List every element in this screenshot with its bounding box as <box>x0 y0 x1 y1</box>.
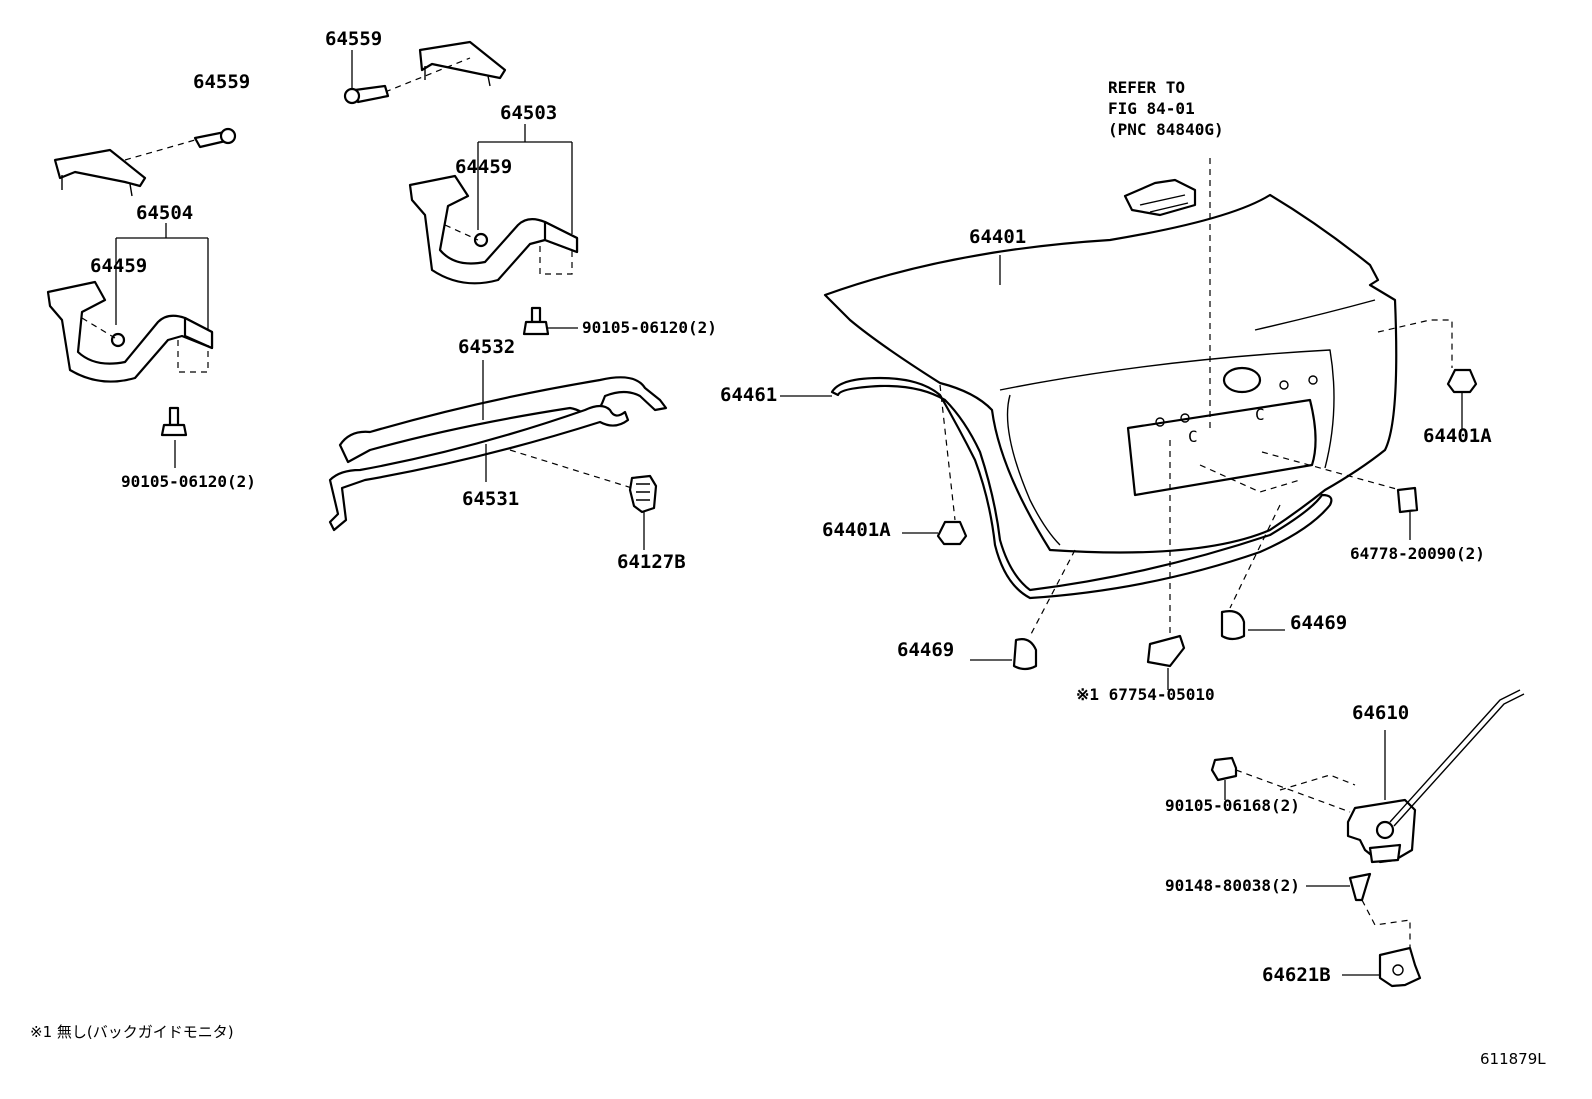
label-64461: 64461 <box>720 384 778 406</box>
trunk-lid: C C <box>823 193 1398 554</box>
label-64459-upper: 64459 <box>455 156 513 178</box>
weatherstrip <box>780 376 1333 600</box>
label-64127B: 64127B <box>617 551 686 573</box>
label-64401A-right: 64401A <box>1423 425 1492 447</box>
refer-line-2: FIG 84-01 <box>1108 99 1195 118</box>
label-64532: 64532 <box>458 336 516 358</box>
upper-left-hinge-mount <box>53 127 237 197</box>
label-64469-left: 64469 <box>897 639 955 661</box>
label-64459-lower: 64459 <box>90 255 148 277</box>
footnote: ※1 無し(バックガイドモニタ) <box>30 1023 234 1041</box>
label-64401A-left: 64401A <box>822 519 891 541</box>
hinge-64503 <box>408 124 579 336</box>
refer-line-1: REFER TO <box>1108 78 1186 97</box>
svg-text:C: C <box>1255 405 1265 424</box>
label-90105-06120-left: 90105-06120(2) <box>121 472 256 491</box>
refer-line-3: (PNC 84840G) <box>1108 120 1224 139</box>
torsion-bars <box>328 360 668 550</box>
label-64559-left: 64559 <box>193 71 251 93</box>
label-64504: 64504 <box>136 202 194 224</box>
label-64621B: 64621B <box>1262 964 1331 986</box>
label-90105-06120-right: 90105-06120(2) <box>582 318 717 337</box>
label-64469-right: 64469 <box>1290 612 1348 634</box>
label-64503: 64503 <box>500 102 558 124</box>
label-64559-middle: 64559 <box>325 28 383 50</box>
label-64610: 64610 <box>1352 702 1410 724</box>
svg-text:C: C <box>1188 427 1198 446</box>
label-64531: 64531 <box>462 488 520 510</box>
label-90148-80038: 90148-80038(2) <box>1165 876 1300 895</box>
license-lamp <box>1123 158 1211 430</box>
label-64778-20090: 64778-20090(2) <box>1350 544 1485 563</box>
hinge-64504 <box>46 223 214 468</box>
label-64401: 64401 <box>969 226 1027 248</box>
trunk-lock <box>1210 689 1525 988</box>
label-90105-06168: 90105-06168(2) <box>1165 796 1300 815</box>
label-67754-05010: ※1 67754-05010 <box>1076 685 1215 704</box>
lid-bumpers <box>902 319 1478 690</box>
figure-id: 611879L <box>1480 1050 1546 1068</box>
upper-middle-hinge-mount <box>343 40 507 105</box>
